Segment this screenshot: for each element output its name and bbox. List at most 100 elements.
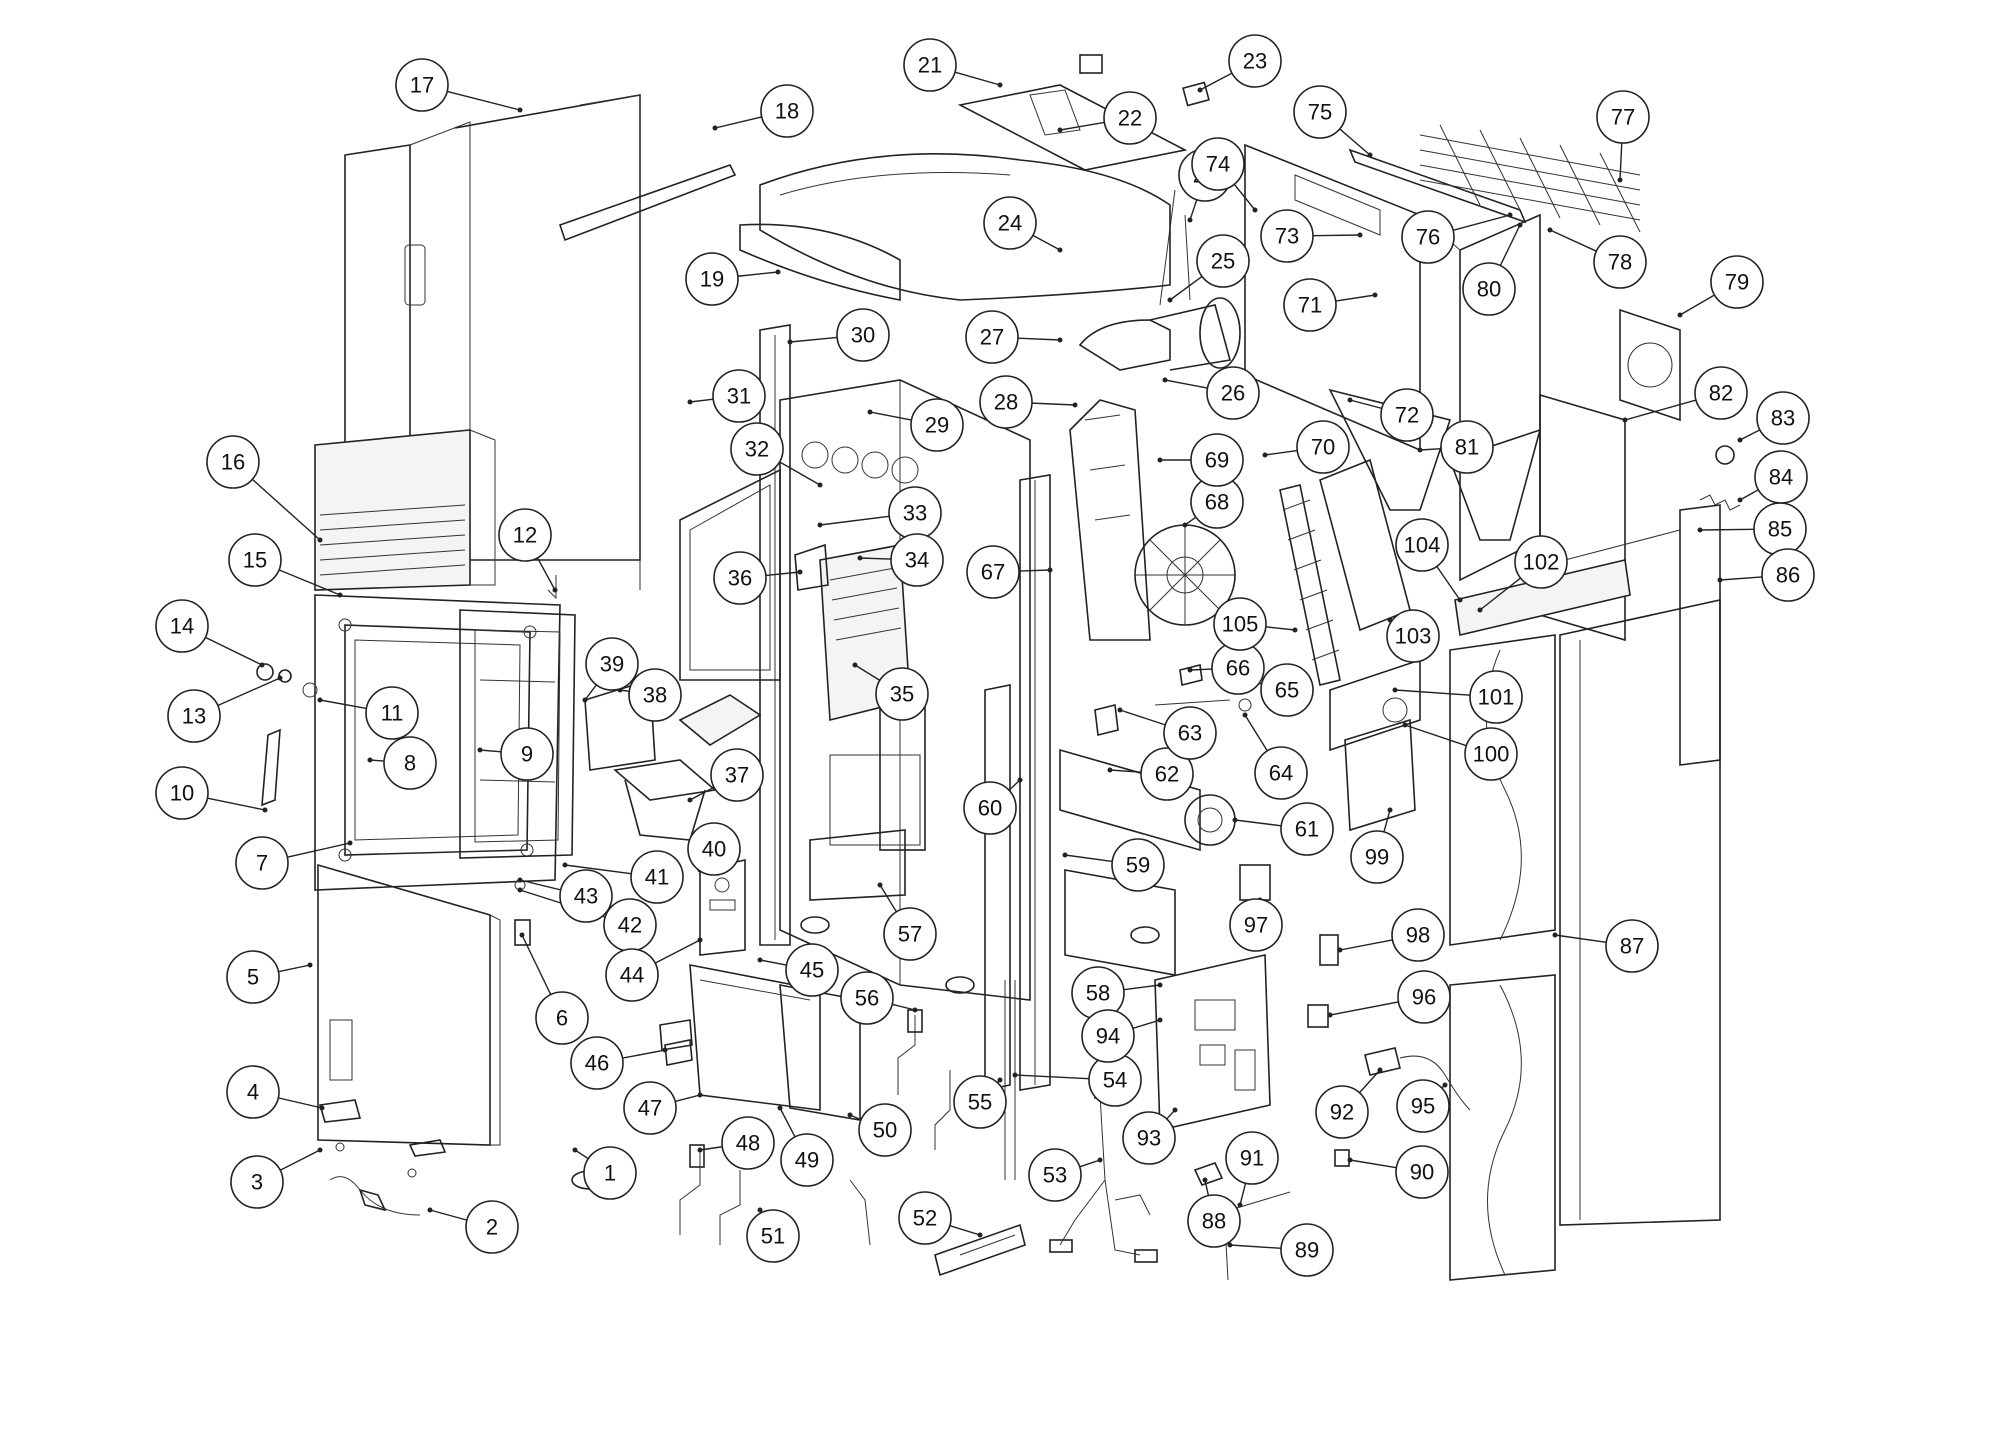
callout-number-13: 13 — [182, 704, 206, 729]
leader-line-6 — [521, 934, 552, 995]
callout-number-44: 44 — [620, 963, 644, 988]
leader-tip-46 — [662, 1047, 668, 1053]
callout-circle-91 — [1225, 1131, 1279, 1185]
part-knob-spring — [1699, 445, 1741, 511]
leader-line-58 — [1123, 984, 1161, 991]
leader-line-44 — [654, 939, 701, 964]
callout-number-36: 36 — [728, 566, 752, 591]
leader-line-37 — [689, 786, 715, 801]
callout-105: 105 — [1213, 597, 1298, 651]
callout-circle-98 — [1391, 908, 1445, 962]
leader-line-105 — [1265, 626, 1296, 631]
callout-circle-18 — [760, 84, 814, 138]
callout-circle-46 — [570, 1036, 624, 1090]
leader-line-1 — [574, 1149, 589, 1160]
leader-tip-52 — [977, 1232, 983, 1238]
part-small-hardware-mid — [1094, 664, 1252, 736]
leader-tip-96 — [1327, 1012, 1333, 1018]
callout-45: 45 — [757, 943, 839, 997]
callout-number-72: 72 — [1395, 403, 1419, 428]
callout-number-42: 42 — [618, 913, 642, 938]
callout-24: 24 — [983, 196, 1063, 253]
callout-93: 93 — [1122, 1107, 1178, 1165]
part-wires-sensors — [679, 1009, 951, 1246]
leader-line-33 — [819, 515, 890, 526]
callout-100: 100 — [1402, 722, 1518, 781]
callout-10: 10 — [155, 766, 268, 820]
callout-4: 4 — [226, 1065, 325, 1119]
callout-number-77: 77 — [1611, 105, 1635, 130]
leader-tip-88 — [1202, 1177, 1208, 1183]
leader-tip-19 — [775, 269, 781, 275]
leader-line-28 — [1031, 402, 1076, 406]
callout-number-21: 21 — [918, 53, 942, 78]
callout-circle-41 — [630, 850, 684, 904]
leader-tip-27 — [1057, 337, 1063, 343]
callout-circle-52 — [898, 1191, 952, 1245]
callout-number-52: 52 — [913, 1206, 937, 1231]
callout-number-24: 24 — [998, 211, 1022, 236]
leader-tip-82 — [1622, 417, 1628, 423]
callout-86: 86 — [1717, 548, 1815, 602]
callout-circle-105 — [1213, 597, 1267, 651]
callout-23: 23 — [1197, 34, 1282, 93]
callout-circle-59 — [1111, 838, 1165, 892]
callout-circle-95 — [1396, 1079, 1450, 1133]
callout-54: 54 — [1012, 1053, 1142, 1107]
leader-tip-20 — [1187, 217, 1193, 223]
leader-line-35 — [854, 664, 881, 681]
leader-line-73 — [1312, 234, 1361, 237]
callout-circle-73 — [1260, 209, 1314, 263]
callout-number-101: 101 — [1478, 685, 1515, 710]
leader-tip-86 — [1717, 577, 1723, 583]
part-auger-motor-lower — [1329, 658, 1421, 832]
leader-tip-48 — [697, 1147, 703, 1153]
leader-line-80 — [1499, 224, 1521, 266]
leader-tip-54 — [1012, 1072, 1018, 1078]
callout-68: 68 — [1182, 475, 1244, 529]
callout-number-4: 4 — [247, 1080, 259, 1105]
callout-75: 75 — [1293, 85, 1373, 158]
callout-circle-36 — [713, 551, 767, 605]
leader-line-100 — [1404, 724, 1467, 747]
callout-82: 82 — [1622, 366, 1748, 423]
callout-number-3: 3 — [251, 1170, 263, 1195]
callout-number-73: 73 — [1275, 224, 1299, 249]
part-top-front-plate — [1454, 559, 1631, 636]
leader-line-34 — [859, 557, 892, 560]
part-lower-front-panel — [317, 863, 501, 1157]
part-bottom-tray — [809, 829, 906, 901]
part-front-grille — [314, 429, 496, 591]
part-igniter — [934, 1223, 1026, 1277]
leader-tip-60 — [1017, 777, 1023, 783]
leader-line-99 — [1383, 809, 1391, 833]
callout-circle-89 — [1280, 1223, 1334, 1277]
leader-tip-53 — [1097, 1157, 1103, 1163]
callout-number-23: 23 — [1243, 49, 1267, 74]
callout-37: 37 — [687, 748, 764, 803]
callout-number-40: 40 — [702, 837, 726, 862]
callout-number-9: 9 — [521, 742, 533, 767]
leader-line-101 — [1394, 689, 1471, 696]
callout-circle-75 — [1293, 85, 1347, 139]
callout-circle-3 — [230, 1155, 284, 1209]
leader-tip-69 — [1157, 457, 1163, 463]
leader-tip-104 — [1457, 597, 1463, 603]
callout-circle-45 — [785, 943, 839, 997]
leader-tip-24 — [1057, 247, 1063, 253]
callout-circle-81 — [1440, 420, 1494, 474]
part-foot-4 — [1130, 926, 1160, 944]
callout-number-51: 51 — [761, 1224, 785, 1249]
callout-number-50: 50 — [873, 1118, 897, 1143]
leader-tip-12 — [552, 587, 558, 593]
callout-number-100: 100 — [1473, 742, 1510, 767]
leader-line-66 — [1189, 668, 1213, 671]
callout-67: 67 — [966, 545, 1053, 599]
callout-97: 97 — [1229, 897, 1283, 952]
leader-line-102 — [1479, 577, 1522, 611]
callout-9: 9 — [477, 727, 554, 781]
callout-circle-26 — [1206, 366, 1260, 420]
callout-78: 78 — [1547, 227, 1647, 289]
callout-89: 89 — [1227, 1223, 1334, 1277]
leader-tip-15 — [337, 592, 343, 598]
